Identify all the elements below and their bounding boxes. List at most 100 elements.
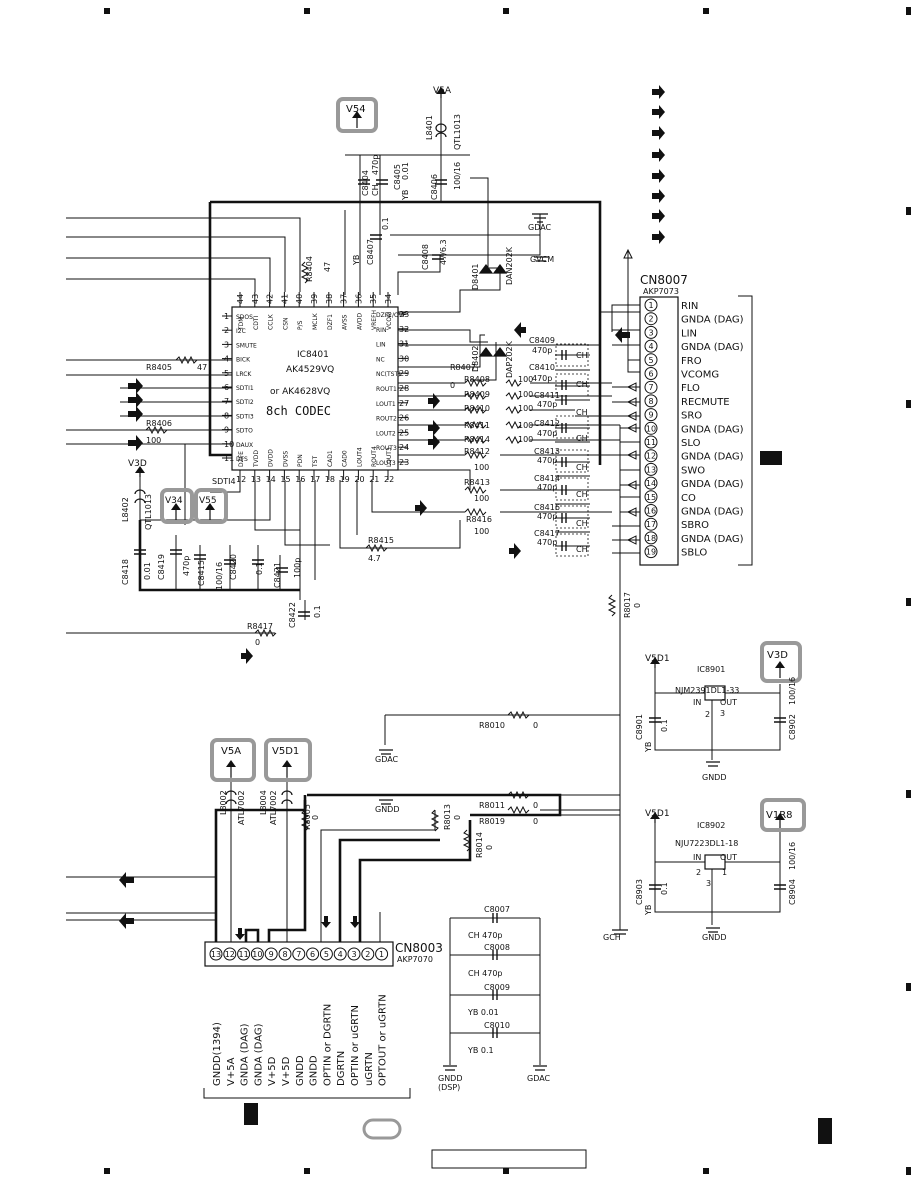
ic8401-pin-name: CSN (282, 318, 289, 331)
svg-text:100: 100 (518, 421, 533, 430)
ic8401-pin-number: 43 (251, 294, 260, 304)
ic8401-pin-name: SDTI1 (236, 385, 254, 392)
ic8401-pin-number: 18 (325, 475, 335, 484)
cn8007-pin-name: FLO (681, 383, 700, 394)
ic8401-pin-name: LRCK (236, 371, 252, 378)
ic8401-pin-name: AVDD (356, 313, 363, 330)
svg-text:C8409: C8409 (529, 336, 555, 345)
cn8003-pin-name: OPTIN or uGRTN (350, 1005, 361, 1086)
svg-text:C8412: C8412 (534, 419, 560, 428)
ic8401-pin-name: NC (376, 356, 385, 363)
ic8401-pin-number: 34 (384, 294, 393, 304)
cn8007-pin-number: 12 (646, 452, 656, 461)
cn8007-pin-name: SRO (681, 411, 702, 422)
ic8401-pin-name: CAD1 (327, 450, 334, 467)
svg-text:470p: 470p (537, 512, 557, 521)
ic8401-pin-number: 10 (224, 440, 234, 449)
ic8401-pin-name: LOUT4 (356, 447, 363, 467)
ic8401-pin-number: 33 (399, 310, 409, 319)
cn8007-pin-name: RIN (681, 301, 698, 312)
cn8007-pin-name: SWO (681, 465, 705, 476)
svg-text:OUT: OUT (720, 698, 737, 707)
svg-text:470p: 470p (371, 155, 380, 175)
ic8401-pin-number: 40 (295, 294, 304, 304)
svg-text:R8411: R8411 (464, 421, 490, 430)
ic8401-pin-number: 9 (224, 426, 229, 435)
ic8401-pin-number: 36 (354, 294, 363, 304)
ic8401-pin-number: 29 (399, 369, 409, 378)
svg-text:0: 0 (453, 815, 462, 820)
svg-text:CH: CH (576, 434, 588, 443)
ic8401-pin-name: TDM (238, 317, 245, 331)
cn8007-pin-name: SBRO (681, 520, 709, 531)
svg-text:YB: YB (352, 255, 361, 266)
svg-text:C8420: C8420 (229, 554, 238, 580)
svg-text:4.7: 4.7 (368, 554, 381, 563)
ic8401-pin-number: 12 (236, 475, 246, 484)
cn8007-pin-name: GNDA (DAG) (681, 534, 744, 545)
svg-text:C8406: C8406 (430, 174, 439, 200)
flag-v5d1: V5D1 (272, 746, 299, 757)
ic8901-input-label: V5D1 (645, 654, 670, 664)
svg-text:CH: CH (576, 490, 588, 499)
ground-gvcm-label: GVCM (530, 255, 554, 264)
cn8003-pin-number: 1 (379, 950, 384, 959)
cn8007-pin-number: 19 (646, 548, 656, 557)
cn8007-pin-circle (644, 435, 658, 449)
cn8007-pin-number: 10 (646, 424, 656, 433)
svg-text:0: 0 (533, 801, 538, 810)
svg-text:470p: 470p (532, 346, 552, 355)
cn8003-pin-number: 9 (269, 950, 274, 959)
cn8007-pin-name: GNDA (DAG) (681, 452, 744, 463)
svg-text:C8902: C8902 (788, 714, 797, 740)
svg-text:C8009: C8009 (484, 983, 510, 992)
ic8401-pin-name: ROUT3 (376, 445, 397, 452)
ic8401-pin-name: TST (312, 456, 319, 468)
cn8007-pin-circle (644, 408, 658, 422)
svg-text:0: 0 (311, 815, 320, 820)
ic8401-pin-number: 23 (399, 458, 409, 467)
ic8401-pin-name: DZFE (238, 451, 245, 467)
svg-text:47: 47 (323, 262, 332, 272)
svg-text:R8013: R8013 (443, 804, 452, 830)
svg-text:R8404: R8404 (305, 256, 314, 282)
cn8007-pin-name: RECMUTE (681, 397, 730, 408)
ic8401-pin-name: LOUT3 (386, 447, 393, 467)
svg-text:0: 0 (533, 721, 538, 730)
ic8401-pin-name: DFS (236, 456, 248, 463)
cn8007-pin-number: 5 (648, 356, 653, 365)
svg-text:0.01: 0.01 (143, 562, 152, 580)
ic8401-pin-number: 17 (310, 475, 320, 484)
cn8007-pin-circle (644, 517, 658, 531)
svg-text:NJU7223DL1-18: NJU7223DL1-18 (675, 839, 738, 848)
ic8401-pin-number: 13 (251, 475, 261, 484)
svg-text:100/16: 100/16 (788, 842, 797, 870)
ic8401-pin-number: 44 (236, 294, 245, 304)
svg-text:CH: CH (576, 380, 588, 389)
ic8401-pin-number: 32 (399, 325, 409, 334)
ic8401-pin-number: 39 (310, 294, 319, 304)
svg-text:OUT: OUT (720, 853, 737, 862)
cn8003-pin-circle (250, 947, 264, 961)
cn8007-pin-number: 17 (646, 520, 656, 529)
cn8003-pin-circle (306, 947, 320, 961)
svg-text:R8017: R8017 (623, 592, 632, 618)
cn8007-pin-circle (644, 367, 658, 380)
svg-text:100: 100 (474, 494, 489, 503)
svg-text:D8401: D8401 (471, 263, 480, 290)
rail-flags (135, 87, 806, 832)
cn8003-pin-name: GNDA (DAG) (253, 1023, 264, 1086)
svg-text:R8010: R8010 (479, 721, 505, 730)
ic8401-pin-name: CCLK (268, 313, 275, 330)
svg-text:R8019: R8019 (479, 817, 505, 826)
svg-text:DAN202K: DAN202K (505, 246, 514, 285)
cn8007-pin-circle (644, 380, 658, 394)
cn8007-pin-number: 3 (648, 328, 653, 337)
svg-text:C8413: C8413 (534, 447, 560, 456)
ground-gdac-2-label: GDAC (375, 755, 399, 764)
svg-text:NJM2391DL1-33: NJM2391DL1-33 (675, 686, 739, 695)
ic8401-pin-name: AVSS (342, 314, 349, 330)
cn8007-pin-circle (644, 312, 658, 326)
svg-text:470p: 470p (537, 456, 557, 465)
